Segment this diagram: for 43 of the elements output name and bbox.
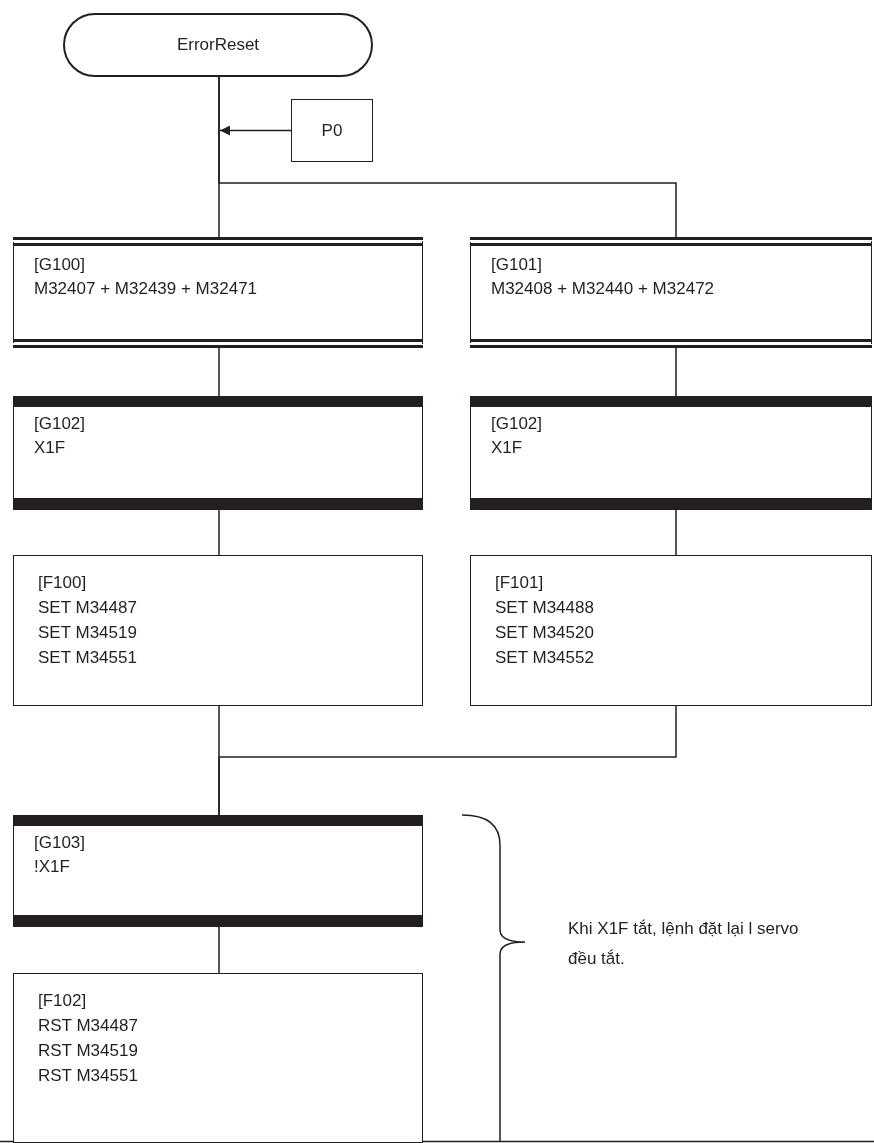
connector-line xyxy=(218,926,220,974)
step-text: RST M34551 xyxy=(38,1065,139,1087)
connector-line xyxy=(218,509,220,556)
step-text: SET M34488 xyxy=(495,597,595,619)
connector-line xyxy=(675,347,677,397)
connector-line xyxy=(218,705,677,816)
arrow xyxy=(219,125,292,136)
step-text: M32408 + M32440 + M32472 xyxy=(491,278,716,300)
step-text: X1F xyxy=(34,437,67,459)
step-text: SET M34551 xyxy=(38,647,138,669)
step-text: SET M34552 xyxy=(495,647,595,669)
process-box xyxy=(13,237,423,348)
process-box xyxy=(13,555,423,706)
process-box xyxy=(470,237,872,348)
step-text: SET M34519 xyxy=(38,622,138,644)
step-label: [G102] xyxy=(34,413,87,435)
step-text: X1F xyxy=(491,437,524,459)
note-text: Khi X1F tắt, lệnh đặt lại l servo đều tắt. xyxy=(568,918,800,970)
connector-line xyxy=(675,509,677,556)
step-text: SET M34520 xyxy=(495,622,595,644)
step-text: RST M34487 xyxy=(38,1015,139,1037)
step-label: [F101] xyxy=(495,572,545,594)
step-text: !X1F xyxy=(34,856,71,878)
step-label: [G103] xyxy=(34,832,87,854)
connector-line xyxy=(218,347,220,397)
terminal-shape xyxy=(63,13,373,77)
condition-box xyxy=(470,396,872,510)
process-box xyxy=(470,555,872,706)
step-text: ErrorReset xyxy=(176,34,260,56)
step-text: M32407 + M32439 + M32471 xyxy=(34,278,259,300)
step-label: [G101] xyxy=(491,254,544,276)
process-box xyxy=(13,973,423,1143)
step-label: [F102] xyxy=(38,990,88,1012)
step-label: [G102] xyxy=(491,413,544,435)
step-text: RST M34519 xyxy=(38,1040,139,1062)
step-text: P0 xyxy=(321,119,343,142)
condition-box xyxy=(13,815,423,927)
step-label: [F100] xyxy=(38,572,88,594)
connector-line xyxy=(218,76,677,238)
input-box xyxy=(291,99,373,162)
step-label: [G100] xyxy=(34,254,87,276)
condition-box xyxy=(13,396,423,510)
step-text: SET M34487 xyxy=(38,597,138,619)
